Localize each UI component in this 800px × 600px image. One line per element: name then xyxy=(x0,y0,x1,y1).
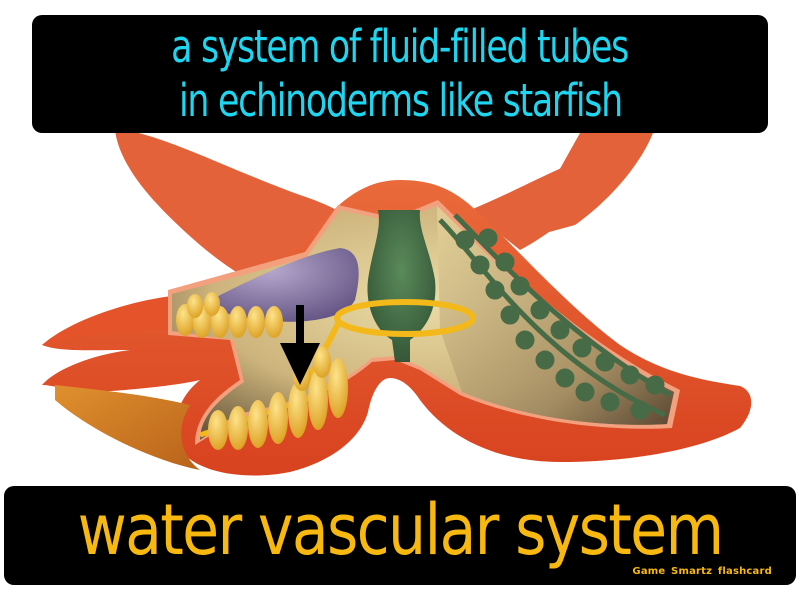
arm-lower-left-underside xyxy=(55,385,200,470)
term-title: water vascular system xyxy=(77,489,725,571)
brand-tag: Game Smartz flashcard xyxy=(632,566,772,577)
ampullae-branches xyxy=(438,213,672,420)
term-banner: water vascular system Game Smartz flashc… xyxy=(4,486,796,585)
stomach-organ xyxy=(210,248,359,322)
tube-feet-lower xyxy=(208,346,348,450)
pointer-arrow-icon xyxy=(280,305,320,385)
tube-feet-upper xyxy=(176,292,283,338)
definition-line-1: a system of fluid-filled tubes xyxy=(171,20,630,73)
definition-line-2: in echinoderms like starfish xyxy=(178,74,623,127)
ring-canal xyxy=(334,299,476,337)
definition-banner: a system of fluid-filled tubes in echino… xyxy=(32,15,768,133)
stone-canal-organ xyxy=(367,210,436,362)
